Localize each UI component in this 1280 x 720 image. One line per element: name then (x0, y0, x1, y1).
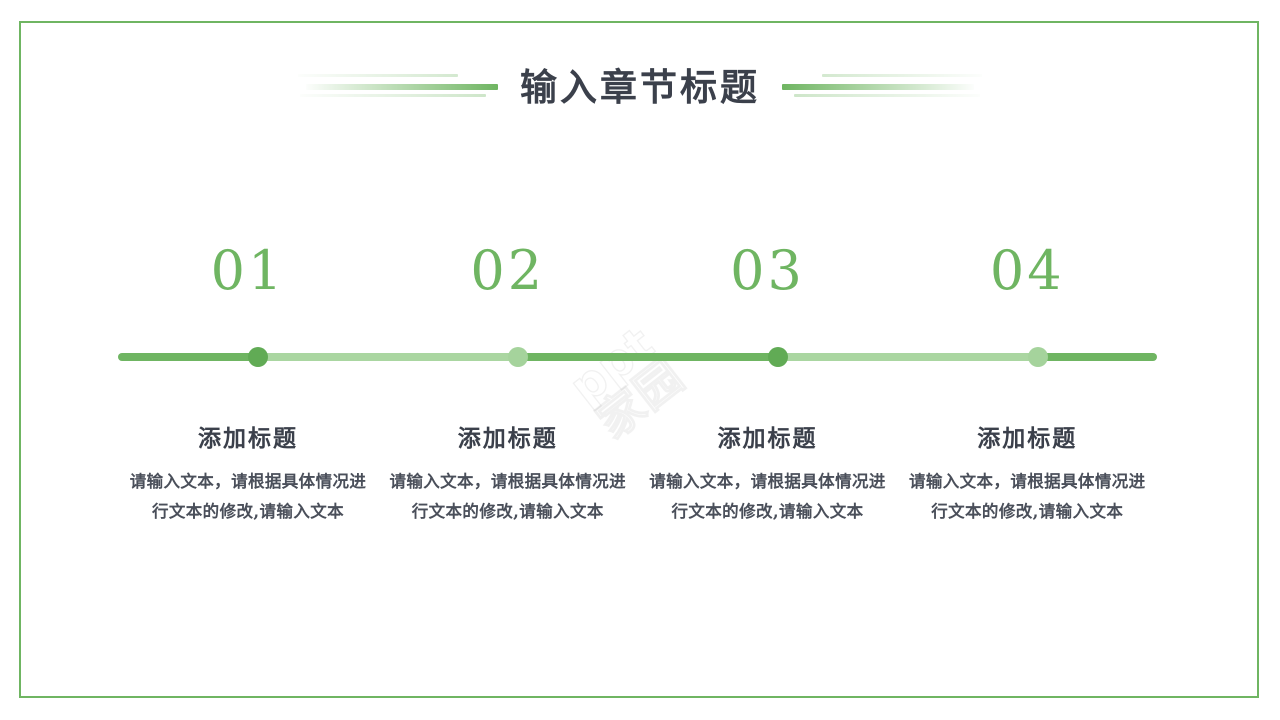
step-number-04: 04 (989, 239, 1065, 302)
timeline-segment-5 (1038, 353, 1157, 361)
deco-left-main (306, 84, 498, 90)
timeline-node-02[interactable] (508, 347, 528, 367)
deco-right-thin-top (822, 74, 982, 77)
step-number-cell: 02 (378, 239, 638, 313)
title-decoration-right-icon (782, 67, 982, 107)
step-number-03: 03 (730, 239, 805, 302)
step-number-cell: 04 (897, 239, 1157, 313)
step-number-02: 02 (470, 239, 546, 302)
timeline-segment-3 (518, 353, 778, 361)
step-title-03: 添加标题 (717, 425, 818, 452)
page-title: 输入章节标题 (520, 64, 760, 109)
timeline-segment-1 (118, 353, 258, 361)
timeline-segment-2 (258, 353, 518, 361)
step-body-02: 请输入文本，请根据具体情况进行文本的修改,请输入文本 (389, 471, 627, 522)
section-title-row: 输入章节标题 (0, 58, 1280, 116)
step-number-cell: 01 (118, 239, 378, 313)
timeline-segment-4 (778, 353, 1038, 361)
step-body-04: 请输入文本，请根据具体情况进行文本的修改,请输入文本 (908, 471, 1146, 522)
deco-left-thin-bottom (300, 94, 486, 97)
step-number-01: 01 (210, 239, 286, 302)
step-title-04: 添加标题 (977, 425, 1078, 452)
timeline-node-03[interactable] (768, 347, 788, 367)
deco-right-main (782, 84, 974, 90)
timeline-node-04[interactable] (1028, 347, 1048, 367)
timeline-node-01[interactable] (248, 347, 268, 367)
step-body-01: 请输入文本，请根据具体情况进行文本的修改,请输入文本 (129, 471, 367, 522)
step-title-01: 添加标题 (198, 425, 298, 452)
step-numbers-row: 01 02 03 04 (118, 239, 1157, 313)
step-body-03: 请输入文本，请根据具体情况进行文本的修改,请输入文本 (649, 471, 886, 522)
deco-right-thin-bottom (794, 94, 980, 97)
step-title-02: 添加标题 (457, 425, 558, 452)
deco-left-thin-top (298, 74, 458, 77)
timeline-track (118, 347, 1157, 367)
step-number-cell: 03 (638, 239, 898, 313)
title-decoration-left-icon (298, 67, 498, 107)
